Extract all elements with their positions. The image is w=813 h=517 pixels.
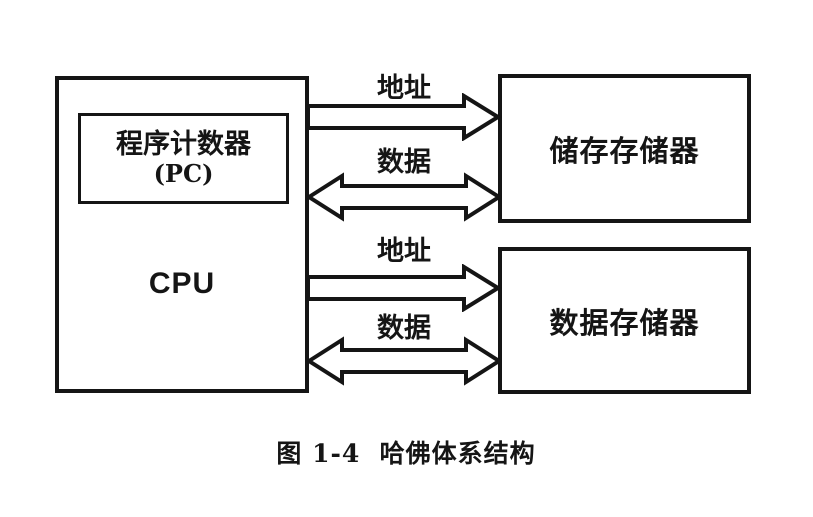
- program-memory-label: 储存存储器: [549, 133, 700, 168]
- data-bus-arrow-top: [306, 172, 502, 222]
- cpu-label: CPU: [148, 267, 216, 300]
- data-memory-label: 数据存储器: [549, 305, 700, 340]
- address-bus-arrow-bottom: [306, 264, 502, 312]
- program-counter-label: 程序计数器: [116, 128, 251, 160]
- address-bus-label-top: 地址: [377, 73, 431, 104]
- data-bus-label-bottom: 数据: [377, 313, 431, 344]
- address-bus-label-bottom: 地址: [377, 236, 431, 267]
- figure-caption: 图 1-4 哈佛体系结构: [276, 439, 536, 468]
- program-memory-box: 储存存储器: [498, 74, 751, 223]
- program-counter-box: 程序计数器 (PC): [78, 113, 289, 204]
- data-bus-arrow-bottom: [306, 336, 502, 386]
- data-bus-label-top: 数据: [377, 147, 431, 178]
- address-bus-arrow-top: [306, 93, 502, 141]
- data-memory-box: 数据存储器: [498, 247, 751, 394]
- program-counter-abbrev: (PC): [153, 158, 214, 188]
